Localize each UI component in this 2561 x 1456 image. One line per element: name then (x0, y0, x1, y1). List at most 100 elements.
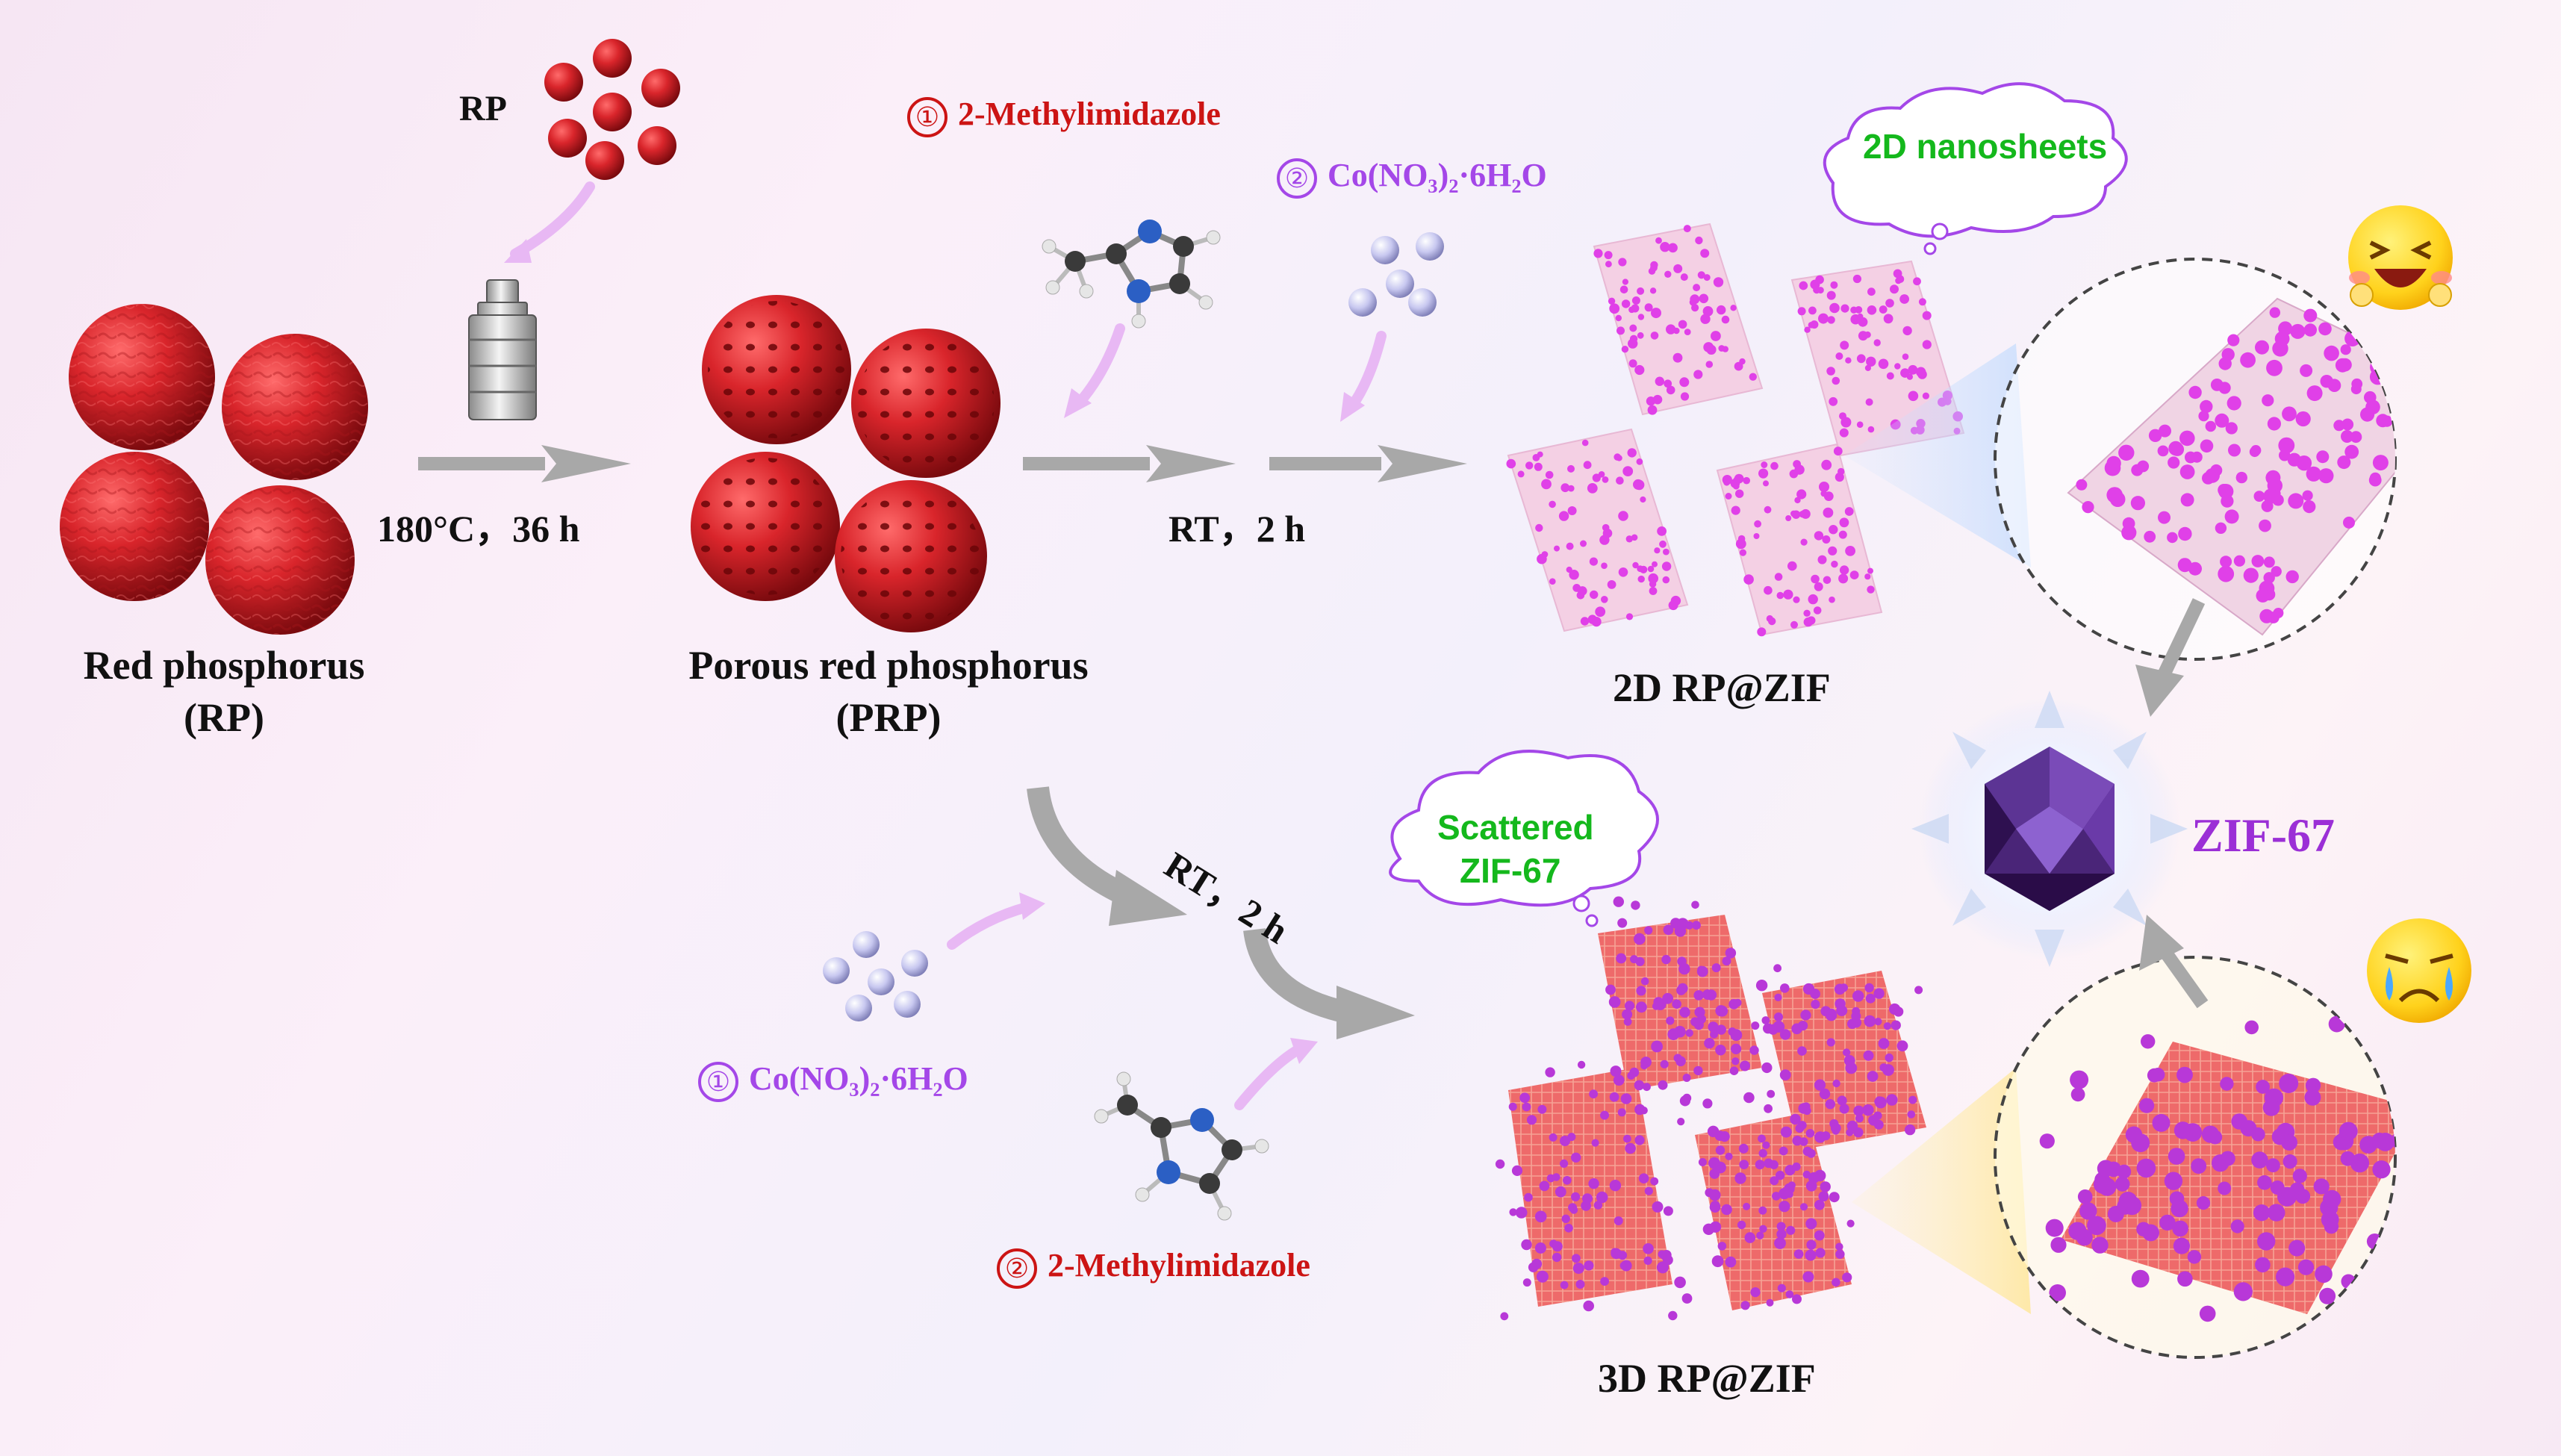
zif-particle (2372, 455, 2389, 471)
zif-particle (1699, 293, 1709, 304)
zif-particle (1780, 1126, 1792, 1138)
zif-particle (1622, 466, 1634, 476)
feed-arrow-mim-bottom (1234, 1044, 1304, 1110)
zif-particle (1829, 1192, 1840, 1203)
zif-particle (2256, 1080, 2271, 1094)
zif-particle (1677, 1118, 1685, 1126)
zif-particle (1664, 270, 1672, 278)
zif-particle (1779, 1069, 1791, 1080)
zif-particle (1633, 479, 1643, 490)
zif-particle (1734, 473, 1744, 484)
zif-particle (2228, 444, 2241, 457)
zif-particle (2279, 1074, 2299, 1093)
cobalt-ions-bottom (823, 931, 928, 1021)
zif-particle (1785, 515, 1792, 521)
zif-particle (1803, 609, 1811, 617)
zif-particle (1743, 574, 1754, 585)
zif-particle (2091, 1236, 2109, 1254)
zif-particle (1564, 1224, 1573, 1233)
zif-particle (1636, 458, 1643, 465)
zif-particle (1922, 392, 1929, 399)
zif-particle (1652, 561, 1658, 567)
zif-particle (1808, 594, 1818, 605)
zif-particle (1649, 587, 1658, 595)
zif-particle (1705, 361, 1714, 368)
zif-particle (1536, 1270, 1549, 1283)
zif-particle (2290, 323, 2306, 339)
zif-particle (2144, 530, 2156, 543)
zif-particle (2401, 418, 2416, 433)
zif-particle (1680, 392, 1690, 401)
zif-particle (1716, 1024, 1726, 1035)
zif-particle (1728, 1027, 1737, 1036)
zif-particle (1591, 617, 1602, 627)
zif-particle (1710, 1201, 1720, 1211)
zif-particle (1830, 1123, 1841, 1133)
bubble-3d-text-2: ZIF-67 (1460, 851, 1561, 890)
zif-particle (1705, 989, 1717, 1001)
zif-particle (1730, 305, 1737, 311)
arrow-hydrothermal (418, 445, 631, 482)
magnified-2d-sheet (1994, 258, 2420, 661)
zif-particle (1743, 476, 1750, 485)
zif-particle (1676, 985, 1687, 995)
zif-particle (2224, 509, 2239, 524)
zif-particle (1618, 258, 1627, 267)
zif-particle (1674, 1276, 1686, 1289)
zif-particle (2282, 406, 2297, 422)
zif-particle (1601, 562, 1608, 569)
zif-particle (1679, 1007, 1690, 1018)
zif-particle (1600, 1277, 1610, 1286)
zif-particle (2050, 1236, 2067, 1253)
zif-particle (1837, 1095, 1847, 1106)
zif-particle (1820, 1181, 1831, 1192)
zif-particle (2256, 588, 2270, 603)
zif-particle (1580, 617, 1590, 626)
zif-particle (1700, 314, 1711, 324)
zif-particle (1829, 525, 1838, 535)
zif-particle (1558, 511, 1569, 521)
feed-arrow-co-top (1346, 331, 1387, 412)
zif-particle (1908, 1095, 1917, 1104)
zif-particle (1723, 479, 1731, 486)
zif-particle (2409, 431, 2420, 442)
zif-particle (1679, 1095, 1690, 1107)
zif-particle (1703, 274, 1711, 281)
zif-particle (1814, 1199, 1825, 1210)
zif-particle (1810, 320, 1819, 329)
zif-particle (1614, 453, 1621, 461)
zif-particle (1893, 1007, 1904, 1017)
zif-particle (1537, 1104, 1547, 1114)
zif-particle (1922, 311, 1932, 320)
zif-particle (1583, 1300, 1594, 1312)
condition-rt-top: RT，2 h (1169, 508, 1306, 550)
zif-particle (2196, 1196, 2211, 1210)
zif-particle (1625, 535, 1633, 543)
zif-particle (1873, 1119, 1884, 1130)
arrow-lens3d-to-zif (2139, 915, 2209, 1009)
zif-particle (1634, 1104, 1646, 1116)
speech-bubble-2d (1823, 82, 2128, 255)
zif-particle (1846, 1128, 1854, 1136)
zif-particle (1623, 1018, 1632, 1026)
zif-particle (1856, 421, 1864, 428)
zif-particle (1761, 461, 1768, 468)
zif-particle (1743, 1092, 1755, 1104)
step-number-2-bottom: ② (997, 1248, 1037, 1289)
zif-particle (1651, 1040, 1664, 1053)
zif-particle (2167, 532, 2178, 544)
zif-particle (2249, 447, 2260, 458)
zif-particle (1617, 1251, 1628, 1260)
zif-particle (1613, 1074, 1625, 1086)
zif-particle (2343, 516, 2355, 529)
zif-particle (1838, 573, 1849, 584)
zif-particle (1793, 1249, 1804, 1259)
zif-particle (1709, 1189, 1721, 1201)
zif-particle (1567, 464, 1575, 473)
zif-particle (1580, 540, 1587, 547)
zif-particle (1693, 1020, 1704, 1030)
zif-particle (1591, 1139, 1599, 1147)
zif-particle (1678, 962, 1690, 975)
zif-particle (2131, 1133, 2150, 1153)
zif-particle (1643, 1256, 1652, 1265)
